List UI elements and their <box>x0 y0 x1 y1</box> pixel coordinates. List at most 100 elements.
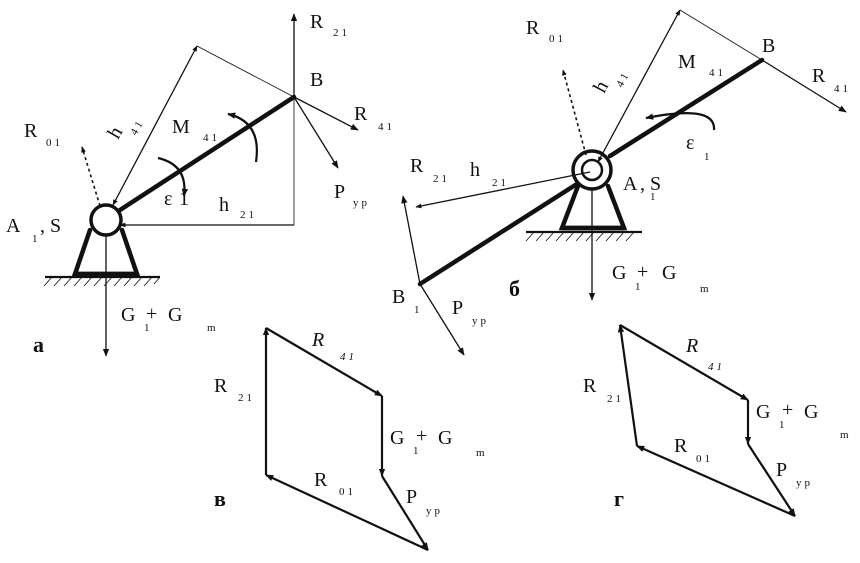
vector-r01-v <box>265 474 429 551</box>
label-eps-a-sub: 1 <box>179 188 189 210</box>
label-r21-g-sub: 21 <box>607 393 624 405</box>
pane-label-g: г <box>614 486 624 511</box>
label-r01-b: R <box>526 17 540 39</box>
label-b1-b: B <box>392 286 405 308</box>
label-r21-v: R <box>214 375 228 397</box>
label-p-b-sub: ур <box>472 315 489 327</box>
label-r21-b-sub: 21 <box>433 173 450 185</box>
label-m41-a: M <box>172 116 190 138</box>
support-b <box>558 183 628 231</box>
label-r01-v-sub: 01 <box>339 486 356 498</box>
label-g-a: G <box>121 304 135 326</box>
label-r41-b-sub: 41 <box>834 83 851 95</box>
arrow-p-b <box>419 283 465 356</box>
label-p-g: P <box>776 459 787 481</box>
label-eps-b-sub: 1 <box>704 151 713 163</box>
pane-label-b: б <box>509 276 520 301</box>
label-as-b: A <box>623 173 638 195</box>
label-g-v-sub: 1 <box>413 445 422 457</box>
ext-line-b <box>679 9 763 61</box>
label-gm-b: G <box>662 262 676 284</box>
label-h41-a-sub: 41 <box>128 117 147 138</box>
arrow-r01-a <box>81 146 101 207</box>
label-as-b-sep: , S <box>640 173 661 195</box>
link-ab-a <box>117 94 297 213</box>
label-r41-a-sub: 41 <box>378 121 395 133</box>
arrow-r41-b <box>761 59 847 113</box>
joint-b-inner <box>580 158 604 182</box>
label-g-a-sub: 1 <box>144 322 153 334</box>
label-h41-b: h <box>589 77 613 96</box>
arrow-r41-a <box>293 96 359 131</box>
label-h21-b-sub: 21 <box>492 177 509 189</box>
label-m41-b-sub: 41 <box>709 67 726 79</box>
label-m41-b: M <box>678 51 696 73</box>
vector-r21-g <box>617 324 639 447</box>
pane-label-a: а <box>33 332 44 357</box>
label-r01-a-sub: 01 <box>46 137 63 149</box>
label-p-b: P <box>452 297 463 319</box>
label-r41-g-sub: 41 <box>708 361 725 373</box>
label-as-a: A <box>6 215 21 237</box>
ext-line-a <box>196 45 295 98</box>
moment-m41-a <box>227 112 258 163</box>
vector-r41-g <box>619 324 749 401</box>
label-h41-b-sub: 41 <box>614 69 633 90</box>
label-p-v-sub: ур <box>426 505 443 517</box>
arrow-r21-b <box>401 195 421 285</box>
label-eps-b: ε <box>686 132 694 154</box>
vector-p-v <box>381 475 429 551</box>
label-gm-g-sub: m <box>840 429 852 441</box>
label-p-g-sub: ур <box>796 477 813 489</box>
label-g-v: G <box>390 427 404 449</box>
label-p-v: P <box>406 486 417 508</box>
label-b-a: B <box>310 69 323 91</box>
label-b1-b-sub: 1 <box>414 304 423 316</box>
label-plus-v: + <box>416 425 427 447</box>
moment-m41-b <box>645 112 716 131</box>
label-r21-v-sub: 21 <box>238 392 255 404</box>
label-plus-g: + <box>782 399 793 421</box>
label-r41-g: R <box>685 335 698 357</box>
label-as-b-sub: 1 <box>650 191 659 203</box>
label-g-g-sub: 1 <box>779 419 788 431</box>
label-r41-b: R <box>812 65 826 87</box>
vector-r01-g <box>636 444 796 518</box>
label-r21-a-sub: 21 <box>333 27 350 39</box>
force-polygon-g <box>617 324 796 518</box>
dim-h41-a <box>112 45 198 206</box>
label-b-b: B <box>762 35 775 57</box>
force-polygon-v <box>262 327 429 551</box>
label-g-b-sub: 1 <box>635 281 644 293</box>
arrow-r01-b <box>562 69 587 156</box>
label-h21-a: h <box>219 194 229 216</box>
label-gm-a: G <box>168 304 182 326</box>
label-r01-a: R <box>24 120 38 142</box>
ground-hatch-b <box>525 231 635 242</box>
label-eps-a: ε <box>164 188 172 210</box>
label-as-a-sep: , S <box>40 215 61 237</box>
label-r01-g: R <box>674 435 688 457</box>
link-b1a-b <box>417 179 583 287</box>
dim-h21-b <box>415 171 591 209</box>
accel-eps-a <box>157 156 189 197</box>
label-gm-g: G <box>804 401 818 423</box>
label-p-a-sub: ур <box>353 197 370 209</box>
label-r21-g: R <box>583 375 597 397</box>
label-plus-a: + <box>146 303 157 325</box>
label-r01-v: R <box>314 469 328 491</box>
label-g-b: G <box>612 262 626 284</box>
label-h41-a: h <box>103 123 127 143</box>
arrow-p-a <box>293 96 339 169</box>
label-gm-v-sub: m <box>476 447 488 459</box>
label-plus-b: + <box>637 261 648 283</box>
label-m41-a-sub: 41 <box>203 132 220 144</box>
vector-p-g <box>747 443 796 517</box>
label-g-g: G <box>756 401 770 423</box>
diagram-a <box>43 13 359 357</box>
label-r41-v: R <box>311 329 324 351</box>
label-gm-a-sub: m <box>207 322 219 334</box>
label-gm-v: G <box>438 427 452 449</box>
